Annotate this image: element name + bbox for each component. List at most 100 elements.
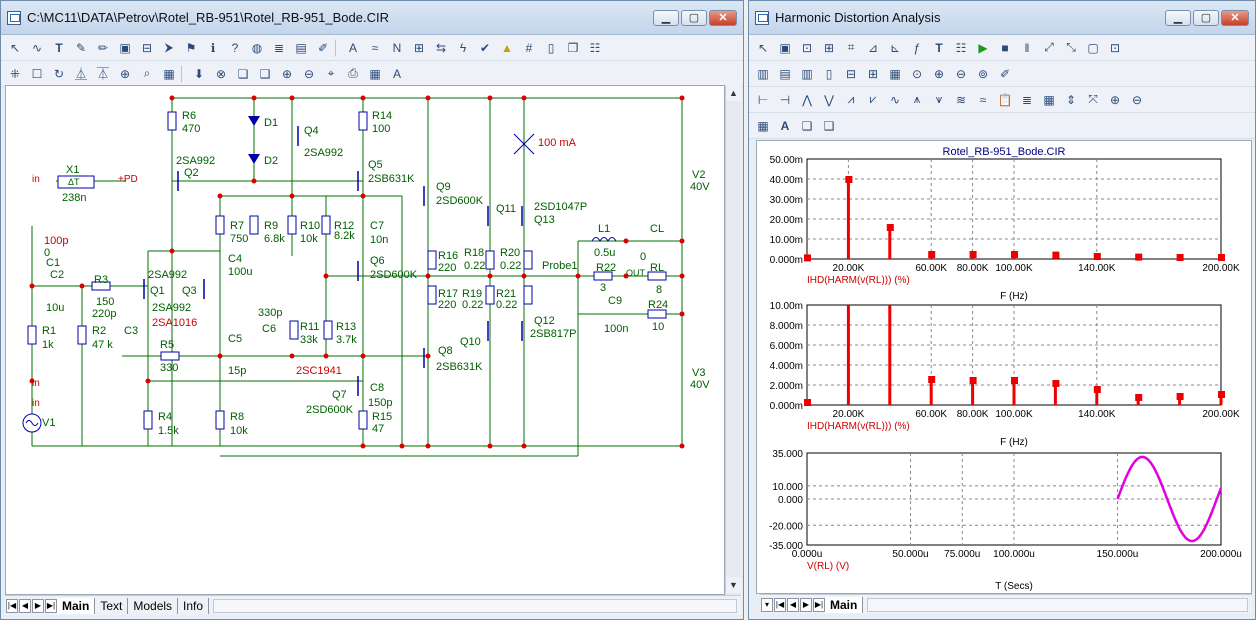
text-tool-icon[interactable]: T: [55, 40, 63, 55]
scroll-up-arrow-icon[interactable]: ▲: [726, 85, 741, 101]
cursor-icon[interactable]: ⮞: [164, 40, 174, 54]
node-names-icon[interactable]: ≈: [371, 40, 379, 55]
schematic-vertical-scrollbar[interactable]: ▲ ▼: [725, 85, 741, 595]
pen-icon[interactable]: ✎: [75, 40, 87, 55]
inflection-icon[interactable]: ∿: [889, 92, 901, 107]
minimize-button[interactable]: ▁: [1165, 9, 1191, 26]
rotate-icon[interactable]: ↻: [53, 66, 65, 81]
grid-snap-icon[interactable]: ⊞: [413, 40, 425, 55]
zoom-in-2-icon[interactable]: ⊕: [1109, 92, 1121, 107]
first-page-icon[interactable]: |◀: [6, 598, 18, 613]
tab-info[interactable]: Info: [178, 597, 210, 614]
zoom-fit-icon[interactable]: ⊚: [977, 66, 989, 81]
zoom-out-icon[interactable]: ⊖: [955, 66, 967, 81]
print-icon[interactable]: ⎙: [348, 66, 358, 80]
last-page-icon[interactable]: ▶|: [813, 597, 825, 612]
flip-icon[interactable]: ⏅: [74, 67, 87, 81]
tab-main[interactable]: Main: [825, 596, 864, 613]
low-icon[interactable]: ⩗: [869, 92, 877, 106]
zoom-in-icon[interactable]: ⊕: [281, 66, 293, 81]
fx-icon[interactable]: ƒ: [913, 40, 921, 55]
clipboard-icon[interactable]: 📋: [997, 92, 1013, 107]
info-icon[interactable]: ℹ: [210, 40, 216, 55]
layers-icon[interactable]: ❏: [237, 66, 249, 81]
table-icon[interactable]: ▤: [295, 40, 307, 55]
properties-icon[interactable]: ☷: [589, 40, 601, 55]
zoom-in-icon[interactable]: ⊕: [933, 66, 945, 81]
frame-icon[interactable]: ▢: [1087, 40, 1099, 55]
mirror-icon[interactable]: ⏄: [96, 67, 109, 81]
fit-vertical-icon[interactable]: ⇕: [1065, 92, 1077, 107]
font-icon[interactable]: A: [780, 118, 790, 133]
layers2-icon[interactable]: ❑: [259, 66, 271, 81]
probe-icon[interactable]: ⇆: [435, 40, 447, 55]
grid-icon[interactable]: #: [525, 40, 533, 55]
select-arrow-icon[interactable]: ↖: [757, 40, 769, 55]
scale-icon[interactable]: ⊡: [801, 40, 813, 55]
component-icon[interactable]: ▣: [119, 40, 131, 55]
check-icon[interactable]: ✔: [479, 40, 491, 55]
global-high-icon[interactable]: ⩚: [913, 92, 921, 106]
calendar-icon[interactable]: ▦: [1043, 92, 1055, 107]
zoom-icon[interactable]: ⊙: [911, 66, 923, 81]
maximize-button[interactable]: ▢: [1193, 9, 1219, 26]
horizontal-tag-icon[interactable]: ⊾: [889, 40, 901, 55]
models-icon[interactable]: ▦: [163, 66, 175, 81]
cursor-right-icon[interactable]: ⊣: [779, 92, 791, 107]
list-icon[interactable]: ≣: [1021, 92, 1033, 107]
cancel-icon[interactable]: ⊗: [215, 66, 227, 81]
run-icon[interactable]: ▶: [978, 40, 988, 55]
zoom-out-icon[interactable]: ⊖: [303, 66, 315, 81]
dropdown-icon[interactable]: ▾: [761, 597, 773, 612]
zoom-out-2-icon[interactable]: ⊖: [1131, 92, 1143, 107]
tab-models[interactable]: Models: [128, 597, 179, 614]
resistor-icon[interactable]: ⊟: [141, 40, 153, 55]
wire-icon[interactable]: ∿: [31, 40, 43, 55]
top-icon[interactable]: ≋: [955, 92, 967, 107]
high-icon[interactable]: ⩘: [847, 92, 855, 106]
global-low-icon[interactable]: ⩛: [935, 92, 943, 106]
layers-icon[interactable]: ❏: [801, 118, 813, 133]
help-icon[interactable]: ?: [231, 40, 239, 55]
minimize-button[interactable]: ▁: [653, 9, 679, 26]
collapse-icon[interactable]: ⤡: [1066, 40, 1076, 54]
layout5-icon[interactable]: ⊟: [845, 66, 857, 81]
layout3-icon[interactable]: ▥: [801, 66, 813, 81]
edit-props-icon[interactable]: ✐: [999, 66, 1011, 81]
layout6-icon[interactable]: ⊞: [867, 66, 879, 81]
layout1-icon[interactable]: ▥: [757, 66, 769, 81]
first-page-icon[interactable]: |◀: [774, 597, 786, 612]
pin-names-icon[interactable]: N: [392, 40, 402, 55]
find-icon[interactable]: ⊕: [119, 66, 131, 81]
cursor-left-icon[interactable]: ⊢: [757, 92, 769, 107]
scroll-track[interactable]: [726, 101, 741, 577]
edit-icon[interactable]: ✐: [317, 40, 329, 55]
move-icon[interactable]: ⁜: [9, 66, 21, 81]
down-icon[interactable]: ⬇: [193, 66, 205, 81]
flag-icon[interactable]: ⚑: [185, 40, 197, 55]
close-button[interactable]: ✕: [1221, 9, 1249, 26]
lightning-icon[interactable]: ϟ: [459, 40, 467, 55]
maximize-button[interactable]: ▢: [681, 9, 707, 26]
text-attr-icon[interactable]: A: [348, 40, 357, 55]
stop-icon[interactable]: ■: [1001, 40, 1009, 55]
last-page-icon[interactable]: ▶|: [45, 598, 57, 613]
pencil-icon[interactable]: ✏: [97, 40, 109, 55]
schematic-canvas[interactable]: R6 470 D1 D2 Q4 2SA992 R14 100 2SA992 Q2…: [5, 85, 725, 595]
layout4-icon[interactable]: ▯: [825, 66, 833, 81]
layers2-icon[interactable]: ❑: [823, 118, 835, 133]
scroll-down-arrow-icon[interactable]: ▼: [726, 577, 741, 593]
layout2-icon[interactable]: ▤: [779, 66, 791, 81]
select-arrow-icon[interactable]: ↖: [9, 40, 21, 55]
text-tool-icon[interactable]: T: [935, 40, 943, 55]
component-icon[interactable]: ▣: [779, 40, 791, 55]
layout7-icon[interactable]: ▦: [889, 66, 901, 81]
prev-page-icon[interactable]: ◀: [19, 598, 31, 613]
next-page-icon[interactable]: ▶: [32, 598, 44, 613]
properties-icon[interactable]: ☷: [955, 40, 967, 55]
data-points-icon[interactable]: ⌗: [847, 40, 855, 54]
cursor-mode-icon[interactable]: ⊞: [823, 40, 835, 55]
prev-page-icon[interactable]: ◀: [787, 597, 799, 612]
tab-text[interactable]: Text: [95, 597, 129, 614]
